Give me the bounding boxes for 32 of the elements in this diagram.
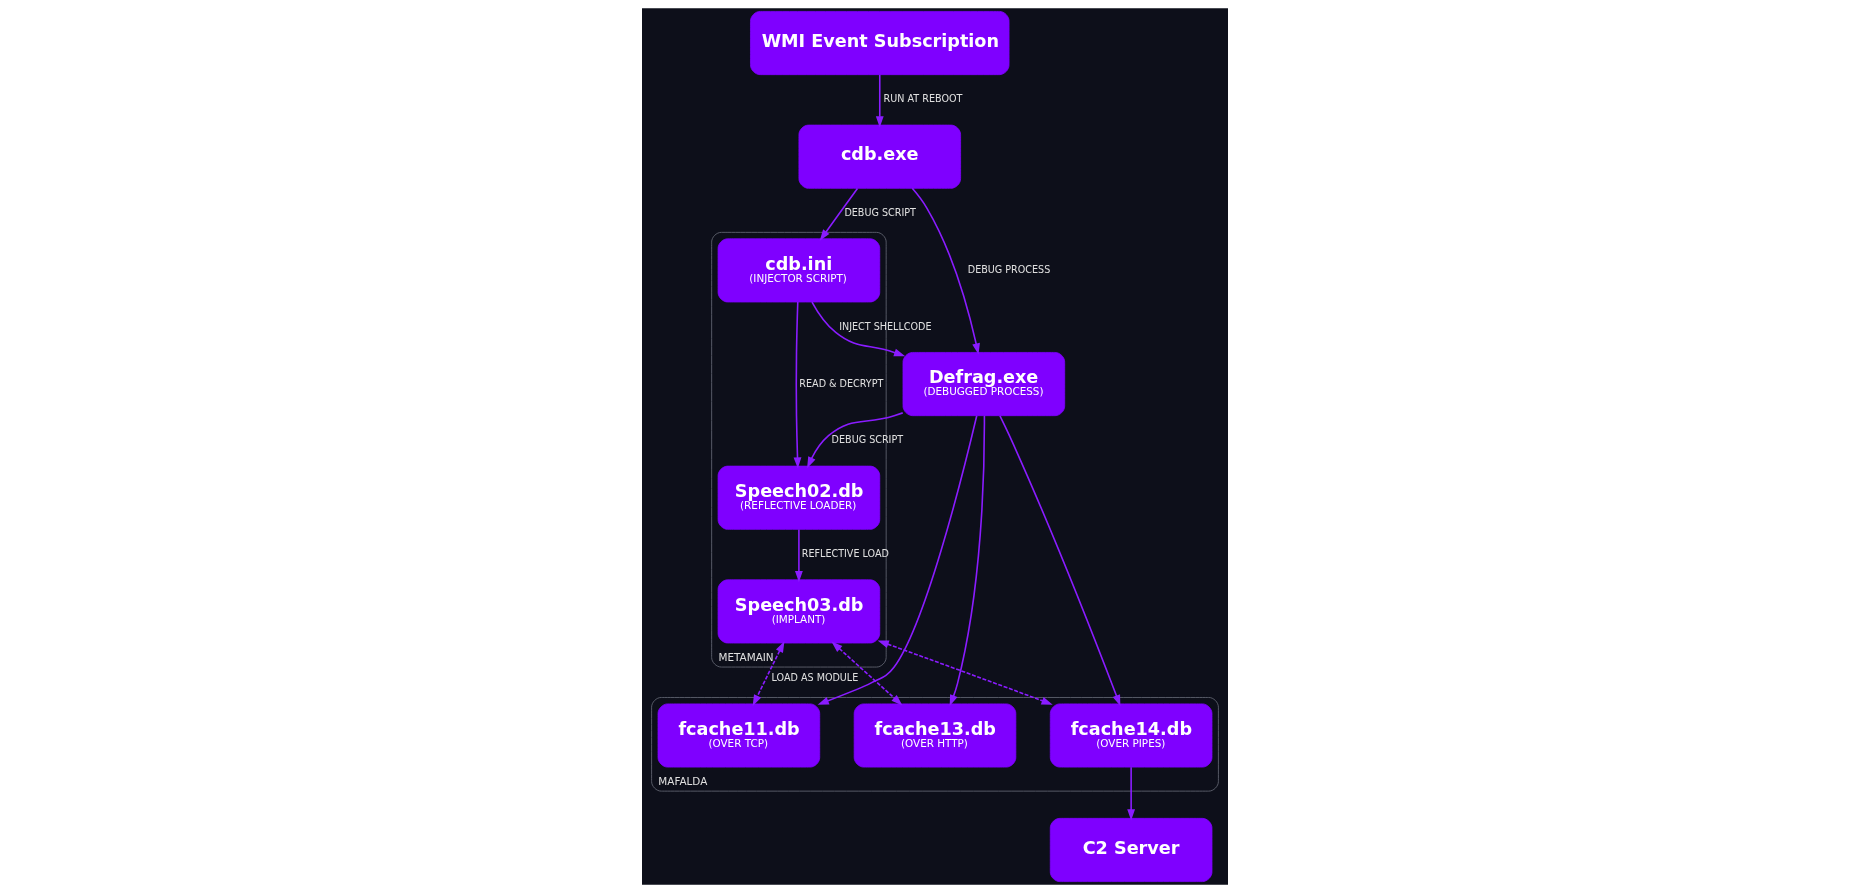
arrow bbox=[999, 415, 1121, 707]
arrow bbox=[1127, 766, 1136, 821]
arrow bbox=[811, 301, 906, 357]
edge-label: RUN AT REBOOT bbox=[883, 93, 963, 105]
node-box: cdb.ini (INJECTOR SCRIPT) bbox=[717, 238, 881, 303]
arrow bbox=[817, 414, 978, 705]
edge-label: READ & DECRYPT bbox=[799, 377, 884, 389]
node-box: fcache14.db (OVER PIPES) bbox=[1049, 703, 1213, 768]
edge-label: DEBUG SCRIPT bbox=[831, 434, 904, 446]
arrow bbox=[877, 640, 1053, 705]
arrow bbox=[911, 187, 980, 355]
arrow bbox=[793, 301, 802, 469]
node-box: Defrag.exe (DEBUGGED PROCESS) bbox=[902, 352, 1066, 417]
node-box: Speech03.db (IMPLANT) bbox=[717, 579, 881, 644]
arrow bbox=[752, 641, 785, 706]
node-box: fcache11.db (OVER TCP) bbox=[657, 703, 821, 768]
edge-label: DEBUG SCRIPT bbox=[844, 207, 916, 219]
node-box: WMI Event Subscription bbox=[750, 11, 1010, 76]
edge-label: DEBUG PROCESS bbox=[967, 263, 1051, 275]
edge-label: LOAD AS MODULE bbox=[771, 672, 859, 684]
edge-label: REFLECTIVE LOAD bbox=[801, 548, 889, 560]
node-box: Speech02.db (REFLECTIVE LOADER) bbox=[717, 465, 881, 530]
node-box: C2 Server bbox=[1049, 817, 1213, 882]
edge-label: INJECT SHELLCODE bbox=[839, 320, 932, 332]
node-box: cdb.exe bbox=[798, 124, 961, 189]
arrow bbox=[875, 73, 884, 128]
arrow bbox=[807, 412, 904, 469]
node-box: fcache13.db (OVER HTTP) bbox=[853, 703, 1017, 768]
arrow bbox=[949, 414, 986, 707]
arrow bbox=[819, 187, 859, 241]
arrow bbox=[795, 528, 803, 583]
arrow bbox=[831, 641, 903, 706]
